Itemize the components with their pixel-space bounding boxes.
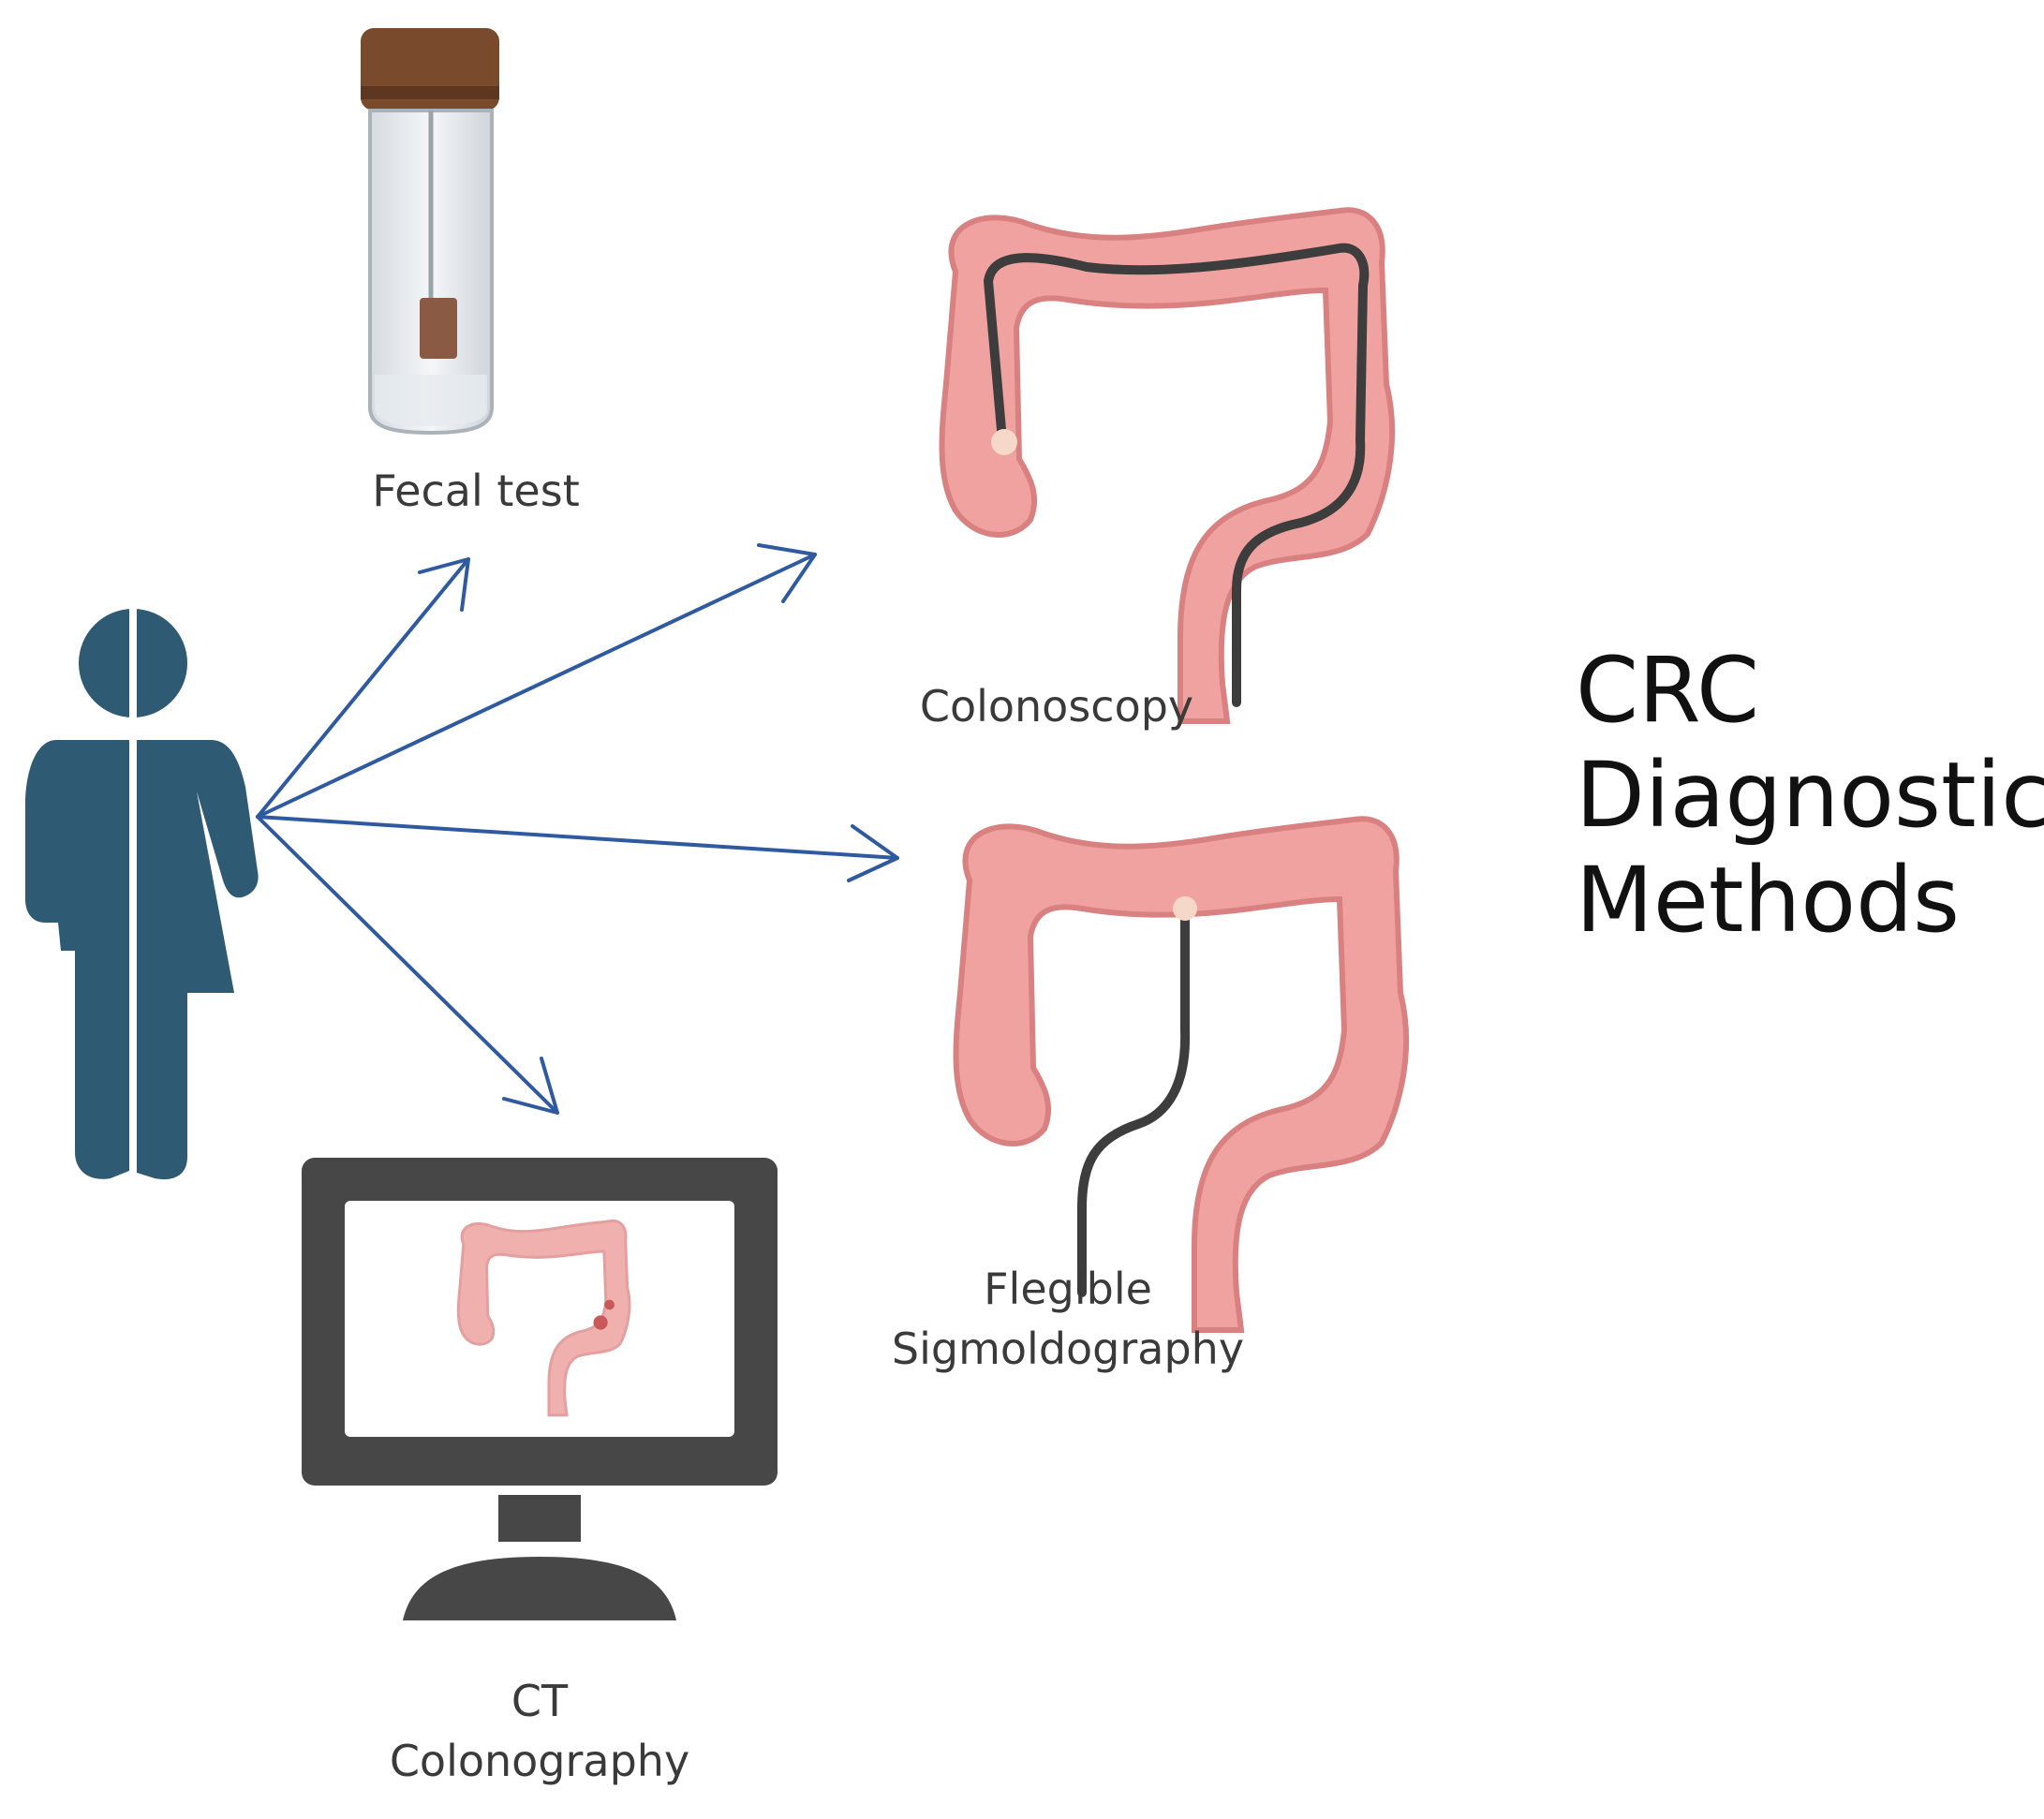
person-icon xyxy=(25,604,259,1180)
title-line-2: Diagnostic xyxy=(1576,743,2044,848)
title-line-1: CRC xyxy=(1576,638,1759,743)
arrow-to-sigmoidography xyxy=(256,815,899,882)
sigmoidography-label-line1: Flegible xyxy=(984,1264,1152,1314)
monitor-screen xyxy=(345,1201,734,1437)
colonoscopy-label: Colonoscopy xyxy=(920,681,1193,732)
scope-line xyxy=(983,243,1370,707)
title-line-3: Methods xyxy=(1576,848,1960,953)
arrow-to-colonoscopy xyxy=(256,543,817,819)
arrow-to-ct-colonography xyxy=(256,815,559,1115)
colonoscopy-colon-icon xyxy=(942,210,1393,721)
fecal-test-label: Fecal test xyxy=(372,466,579,516)
sigmoidography-colon-icon xyxy=(956,819,1407,1330)
scope-line xyxy=(1077,904,1191,1297)
ct-label-line2: Colonography xyxy=(390,1736,689,1786)
monitor-neck xyxy=(498,1495,581,1542)
ct-colon-image xyxy=(456,1219,631,1417)
monitor-base xyxy=(403,1557,676,1620)
fecal-tube-icon xyxy=(361,28,499,436)
sigmoidography-label-line2: Sigmoldography xyxy=(892,1324,1244,1374)
stool-sample xyxy=(420,298,457,359)
arrows xyxy=(256,543,899,1115)
monitor-icon xyxy=(302,1158,778,1620)
ct-label-line1: CT xyxy=(511,1676,569,1726)
person-body xyxy=(25,740,129,1179)
arrow-to-fecal-test xyxy=(256,557,470,819)
